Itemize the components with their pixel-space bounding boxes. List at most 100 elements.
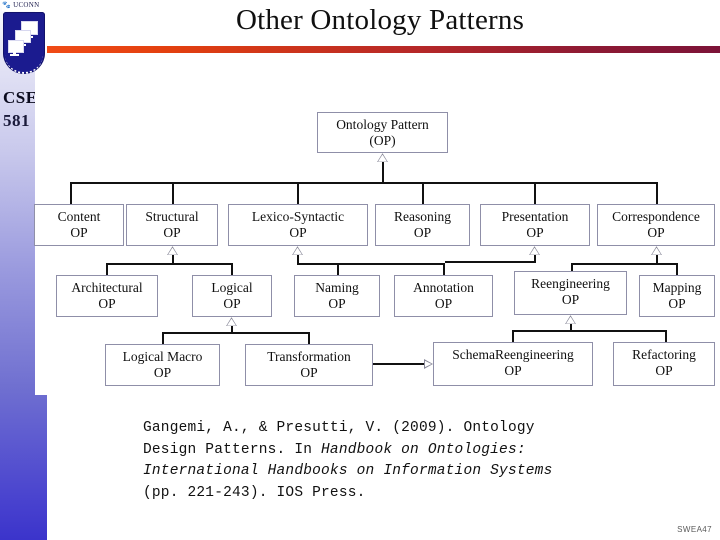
generalization-triangle-root xyxy=(377,153,388,162)
node-label-line1: Architectural xyxy=(71,280,143,295)
node-label-line1: Lexico-Syntactic xyxy=(251,209,345,224)
citation-line-1: Gangemi, A., & Presutti, V. (2009). Onto… xyxy=(143,420,535,436)
connector-drop-r2-5 xyxy=(534,182,536,206)
connector-logical-stem xyxy=(231,326,233,334)
node-label-line1: Content xyxy=(57,209,101,224)
node-reengineering-op: Reengineering OP xyxy=(514,271,627,315)
node-refactoring-op: Refactoring OP xyxy=(613,342,715,386)
node-label-line1: Ontology Pattern xyxy=(336,117,429,132)
node-label-line2: OP xyxy=(153,365,172,380)
generalization-triangle-logical xyxy=(226,317,237,326)
node-label-line2: OP xyxy=(655,363,673,378)
node-label-line1: Structural xyxy=(145,209,199,224)
node-annotation-op: Annotation OP xyxy=(394,275,493,317)
connector-root-stem xyxy=(382,162,384,184)
node-schema-reengineering-op: SchemaReengineering OP xyxy=(433,342,593,386)
node-label-line1: Logical Macro xyxy=(122,349,203,364)
node-architectural-op: Architectural OP xyxy=(56,275,158,317)
connector-drop-naming xyxy=(337,263,339,277)
connector-transformation-to-schema xyxy=(373,363,428,365)
node-label-line1: Mapping xyxy=(652,280,702,295)
connector-drop-mapping xyxy=(676,263,678,277)
connector-lexico-stem xyxy=(297,255,299,265)
connector-bus-structural xyxy=(106,263,232,265)
node-label-line2: OP xyxy=(98,296,116,311)
connector-structural-stem xyxy=(172,255,174,265)
connector-bus-logical xyxy=(162,332,310,334)
node-presentation-op: Presentation OP xyxy=(480,204,590,246)
node-label-line1: Refactoring xyxy=(632,347,696,362)
node-naming-op: Naming OP xyxy=(294,275,380,317)
node-label-line2: OP xyxy=(289,225,307,240)
node-mapping-op: Mapping OP xyxy=(639,275,715,317)
node-label-line2: OP xyxy=(413,225,432,240)
node-label-line2: OP xyxy=(328,296,346,311)
connector-drop-logical-macro xyxy=(162,332,164,346)
node-label-line1: Presentation xyxy=(501,209,569,224)
course-code-occluder xyxy=(35,80,49,126)
connector-drop-refactoring xyxy=(665,330,667,346)
generalization-triangle-presentation xyxy=(529,246,540,255)
node-label-line2: OP xyxy=(504,363,522,378)
course-code: CSE 581 xyxy=(3,86,55,132)
connector-drop-r2-1 xyxy=(70,182,72,206)
node-label-line1: Correspondence xyxy=(612,209,700,224)
node-label-line2: (OP) xyxy=(369,133,396,148)
node-label-line1: Logical xyxy=(211,280,253,295)
node-structural-op: Structural OP xyxy=(126,204,218,246)
citation-line-4: (pp. 221-243). IOS Press. xyxy=(143,484,366,501)
citation-line-2: Design Patterns. In Handbook on Ontologi… xyxy=(143,440,703,462)
connector-drop-schema xyxy=(512,330,514,346)
citation-line-2-italic: Handbook on Ontologies: xyxy=(321,441,526,458)
node-reasoning-op: Reasoning OP xyxy=(375,204,470,246)
citation-line-3: International Handbooks on Information S… xyxy=(143,463,553,479)
connector-drop-logical xyxy=(231,263,233,277)
logo-wordmark: 🐾 UCONN xyxy=(2,0,48,11)
node-label-line1: Transformation xyxy=(267,349,351,364)
node-label-line2: OP xyxy=(647,225,665,240)
connector-presentation-tie xyxy=(445,261,536,263)
connector-bus-correspondence xyxy=(571,263,678,265)
node-label-line2: OP xyxy=(223,296,241,311)
connector-bus-row2 xyxy=(70,182,658,184)
node-label-line2: OP xyxy=(561,292,580,307)
node-ontology-pattern: Ontology Pattern (OP) xyxy=(317,112,448,153)
node-lexico-syntactic-op: Lexico-Syntactic OP xyxy=(228,204,368,246)
university-logo: 🐾 UCONN xyxy=(0,0,48,92)
citation-block: Gangemi, A., & Presutti, V. (2009). Onto… xyxy=(143,418,703,504)
ontology-pattern-hierarchy-diagram: Ontology Pattern (OP) Content OP Structu… xyxy=(0,96,720,406)
node-logical-macro-op: Logical Macro OP xyxy=(105,344,220,386)
connector-drop-r2-4 xyxy=(422,182,424,206)
connector-drop-r2-6 xyxy=(656,182,658,206)
node-label-line1: SchemaReengineering xyxy=(452,347,574,362)
node-label-line2: OP xyxy=(526,225,544,240)
husky-bug-icon: 🐾 xyxy=(2,1,12,9)
citation-line-2-plain: Design Patterns. In xyxy=(143,441,322,458)
node-correspondence-op: Correspondence OP xyxy=(597,204,715,246)
title-divider xyxy=(47,46,720,53)
connector-bus-reengineering xyxy=(512,330,666,332)
node-label-line2: OP xyxy=(163,225,181,240)
arrowhead-transformation-to-schema xyxy=(424,359,433,369)
node-label-line2: OP xyxy=(434,296,453,311)
footer-tag: SWEA47 xyxy=(677,525,712,534)
node-label-line2: OP xyxy=(70,225,88,240)
connector-reengineering-stem xyxy=(570,324,572,332)
course-code-line2: 581 xyxy=(3,111,30,130)
slide-canvas xyxy=(47,0,720,540)
connector-correspondence-stem xyxy=(656,255,658,265)
node-label-line1: Annotation xyxy=(413,280,474,295)
connector-bus-lexico xyxy=(337,263,445,265)
course-code-line1: CSE xyxy=(3,88,38,107)
connector-drop-transformation xyxy=(308,332,310,346)
shield-icon xyxy=(3,12,45,74)
node-label-line1: Reasoning xyxy=(394,209,451,224)
generalization-triangle-structural xyxy=(167,246,178,255)
connector-drop-r2-3 xyxy=(297,182,299,206)
connector-drop-reengineering xyxy=(571,263,573,277)
node-logical-op: Logical OP xyxy=(192,275,272,317)
generalization-triangle-correspondence xyxy=(651,246,662,255)
connector-lexico-join xyxy=(297,263,339,265)
node-content-op: Content OP xyxy=(34,204,124,246)
node-label-line2: OP xyxy=(668,296,686,311)
